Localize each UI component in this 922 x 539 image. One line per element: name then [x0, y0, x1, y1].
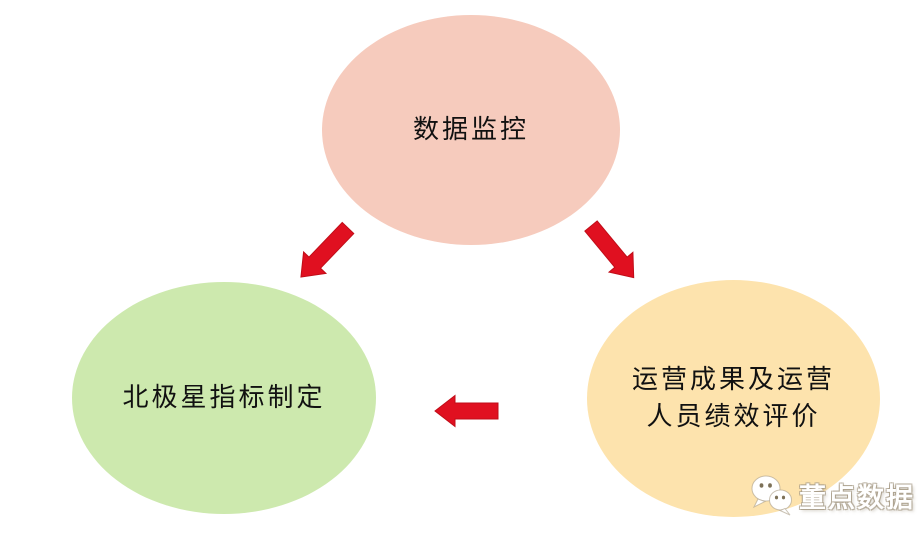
arrow-monitoring-to-performance	[584, 220, 635, 279]
watermark: 董点数据	[750, 474, 915, 516]
ops-performance-line-1: 运营成果及运营	[631, 364, 835, 395]
arrow-monitoring-to-northstar	[300, 221, 355, 278]
node-ops-performance: 运营成果及运营 人员绩效评价	[587, 280, 880, 517]
node-data-monitoring-label: 数据监控	[412, 114, 529, 145]
watermark-text: 董点数据	[799, 482, 915, 514]
ops-performance-line-2: 人员绩效评价	[646, 401, 821, 432]
arrow-performance-to-northstar	[434, 394, 499, 428]
node-ops-performance-label: 运营成果及运营 人员绩效评价	[632, 362, 835, 436]
wechat-icon	[751, 475, 792, 516]
node-data-monitoring: 数据监控	[322, 15, 620, 245]
node-north-star-metric-label: 北极星指标制定	[122, 382, 326, 413]
node-north-star-metric: 北极星指标制定	[72, 282, 376, 514]
